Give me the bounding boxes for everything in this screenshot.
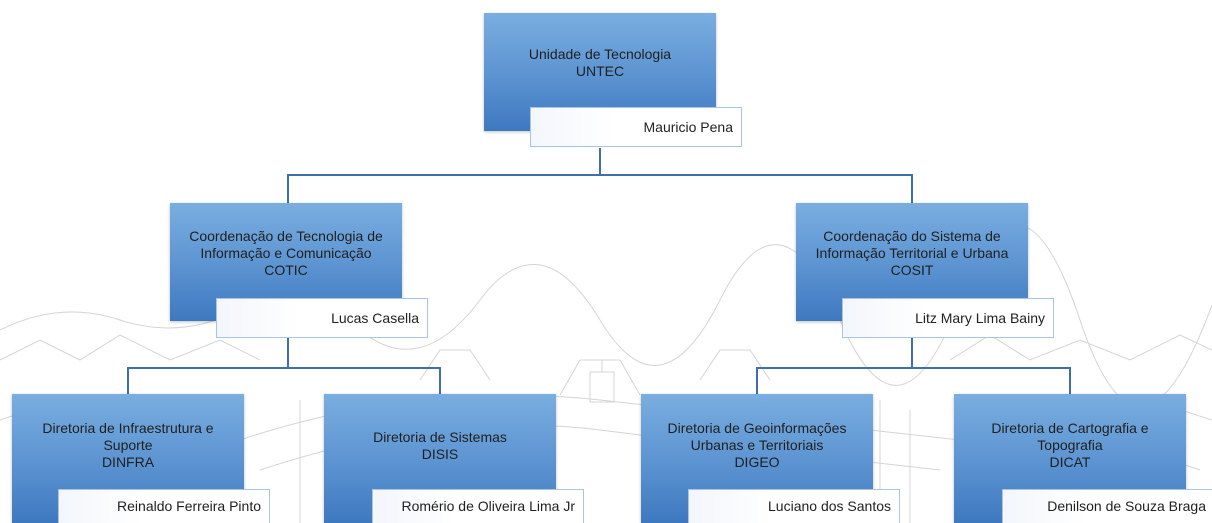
unit-acronym: COTIC [264,261,308,278]
unit-name-line2: Suporte [103,437,153,453]
unit-acronym: DICAT [1049,454,1091,470]
unit-acronym: UNTEC [575,63,625,79]
head-name: Lucas Casella [331,309,419,326]
head-label-cotic: Lucas Casella [216,298,428,338]
head-label-dicat: Denilson de Souza Braga [1002,489,1212,523]
unit-acronym: DINFRA [101,454,155,470]
head-label-dinfra: Reinaldo Ferreira Pinto [58,489,270,523]
root-to-coordinations-connector [287,148,913,203]
unit-acronym: DISIS [421,445,459,462]
unit-name-line1: Diretoria de Sistemas [373,428,507,445]
unit-name-line2: Topografia [1037,437,1103,453]
unit-name-line2: Urbanas e Territoriais [690,437,824,453]
unit-name-line1: Diretoria de Cartografia e [991,420,1149,436]
head-label-untec: Mauricio Pena [530,107,742,147]
head-name: Romério de Oliveira Lima Jr [401,498,576,514]
head-name: Litz Mary Lima Bainy [915,309,1045,326]
unit-name-line1: Diretoria de Geoinformações [667,420,847,436]
cosit-to-directorates-connector [756,336,1071,394]
unit-name-line2: Informação Territorial e Urbana [815,244,1009,261]
unit-box-cosit: Coordenação do Sistema de Informação Ter… [796,203,1028,321]
unit-acronym: COSIT [890,261,934,278]
unit-name-line1: Diretoria de Infraestrutura e [42,420,214,436]
unit-name-line1: Coordenação do Sistema de [823,227,1001,244]
head-label-digeo: Luciano dos Santos [688,489,900,523]
unit-name-line1: Coordenação de Tecnologia de [189,227,383,244]
head-name: Denilson de Souza Braga [1047,498,1206,514]
unit-acronym: DIGEO [734,454,780,470]
head-label-disis: Romério de Oliveira Lima Jr [372,489,584,523]
cotic-to-directorates-connector [127,336,441,394]
head-label-cosit: Litz Mary Lima Bainy [842,298,1054,338]
unit-name-line2: Informação e Comunicação [200,244,372,261]
head-name: Mauricio Pena [643,118,734,135]
unit-name: Unidade de Tecnologia [528,46,672,62]
head-name: Luciano dos Santos [768,498,891,514]
head-name: Reinaldo Ferreira Pinto [117,498,261,514]
